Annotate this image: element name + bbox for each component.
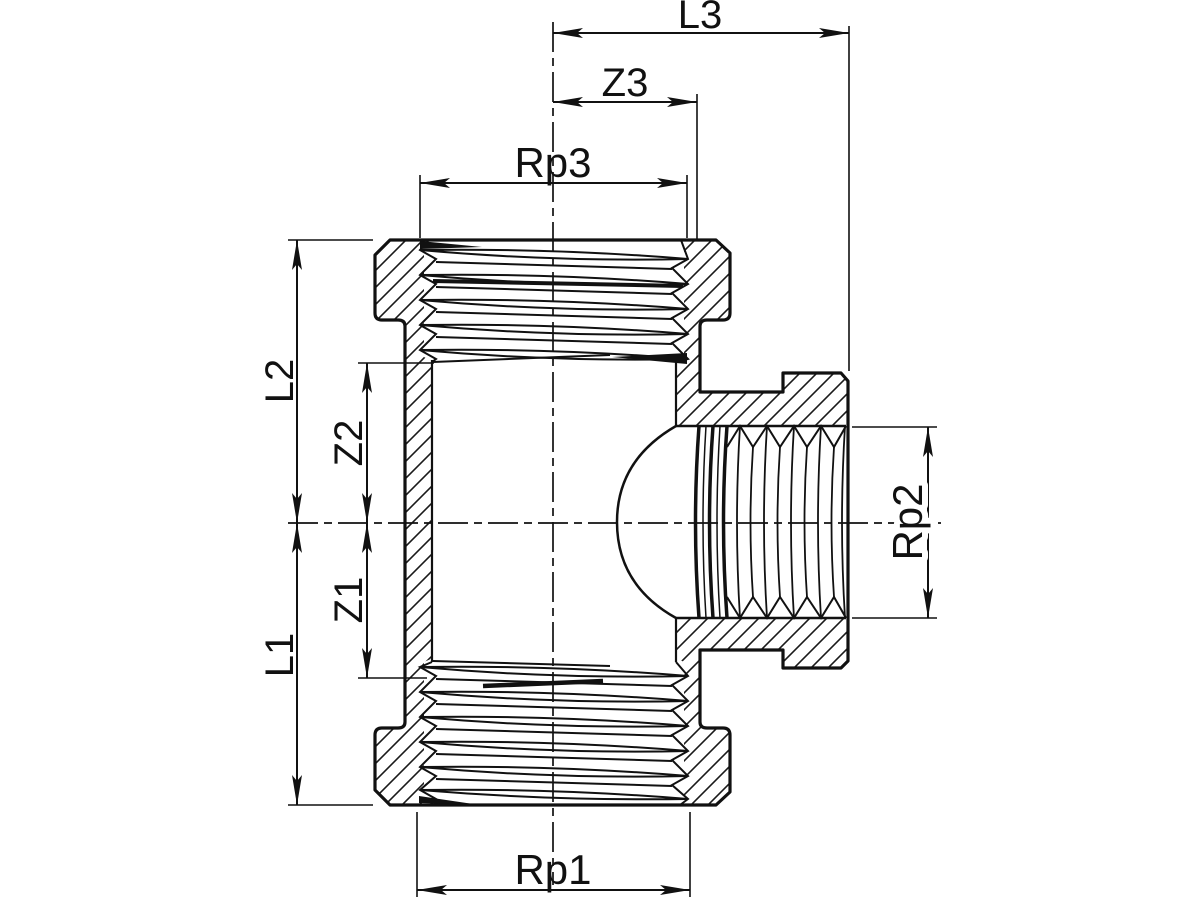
arrowhead: [362, 648, 372, 678]
centerlines: [288, 22, 941, 885]
top-port-threads: [418, 239, 690, 364]
top-thread-runout: [432, 354, 611, 363]
dim-label-l1: L1: [258, 633, 302, 678]
dim-label-z3: Z3: [602, 61, 649, 105]
bottom-thread-runout: [432, 660, 611, 667]
hatch-left-wall: [375, 240, 433, 805]
section-hatching: [375, 240, 848, 805]
dimension-rp2: Rp2: [852, 426, 937, 619]
branch-bore-dome: [615, 424, 677, 620]
dimension-l1: L1: [258, 523, 373, 806]
dim-label-rp1: Rp1: [514, 846, 591, 893]
dim-label-rp2: Rp2: [884, 483, 931, 560]
arrowhead: [292, 775, 302, 805]
bottom-port-threads: [417, 660, 690, 806]
arrowhead: [819, 28, 849, 38]
dimension-z1: Z1: [327, 523, 427, 679]
arrowhead: [417, 885, 447, 895]
arrowhead: [667, 97, 697, 107]
bore-walls: [430, 360, 678, 662]
branch-port-threads: [615, 424, 847, 620]
dim-label-z2: Z2: [327, 420, 371, 467]
dimension-l3: L3: [553, 0, 850, 371]
arrowhead: [660, 885, 690, 895]
arrowhead: [657, 178, 687, 188]
dim-label-rp3: Rp3: [514, 139, 591, 186]
dimension-z3: Z3: [553, 61, 698, 239]
arrowhead: [292, 493, 302, 523]
arrowhead: [362, 493, 372, 523]
arrowhead: [553, 97, 583, 107]
dim-label-l2: L2: [258, 359, 302, 404]
body-outline: [373, 238, 850, 807]
arrowhead: [362, 363, 372, 393]
fitting-outline: [373, 238, 850, 807]
dimension-rp3: Rp3: [419, 139, 688, 238]
dim-label-z1: Z1: [327, 577, 371, 624]
arrowhead: [292, 523, 302, 553]
arrowhead: [553, 28, 583, 38]
hatch-right-top-wall: [676, 240, 848, 426]
arrowhead: [362, 523, 372, 553]
arrowhead: [923, 588, 933, 618]
hatch-right-bottom-wall: [676, 618, 848, 805]
dim-label-l3: L3: [678, 0, 723, 37]
arrowhead: [923, 427, 933, 457]
dimension-z2: Z2: [327, 362, 434, 523]
arrowhead: [420, 178, 450, 188]
dimension-l2: L2: [258, 239, 373, 523]
arrowhead: [292, 240, 302, 270]
dimension-rp1: Rp1: [416, 812, 691, 897]
